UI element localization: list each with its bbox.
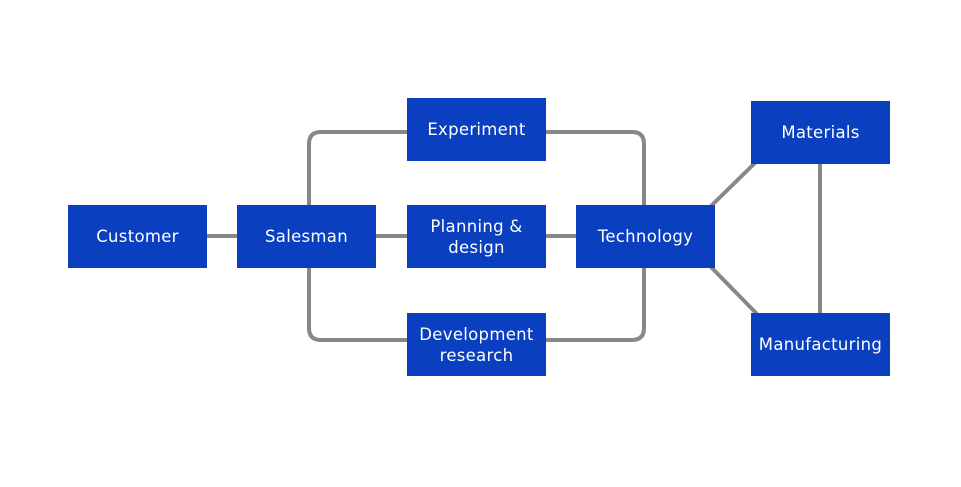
edge-salesman-development: [307, 268, 407, 342]
edge-technology-manufacturing: [708, 264, 759, 316]
node-planning-design: Planning & design: [407, 205, 546, 268]
edge-salesman-experiment: [307, 130, 407, 205]
node-salesman: Salesman: [237, 205, 376, 268]
node-customer: Customer: [68, 205, 207, 268]
edge-experiment-technology: [546, 130, 646, 205]
edge-development-technology: [546, 268, 646, 342]
edge-technology-materials: [708, 159, 759, 209]
node-technology: Technology: [576, 205, 715, 268]
node-manufacturing: Manufacturing: [751, 313, 890, 376]
node-experiment: Experiment: [407, 98, 546, 161]
node-materials: Materials: [751, 101, 890, 164]
node-development-research: Development research: [407, 313, 546, 376]
